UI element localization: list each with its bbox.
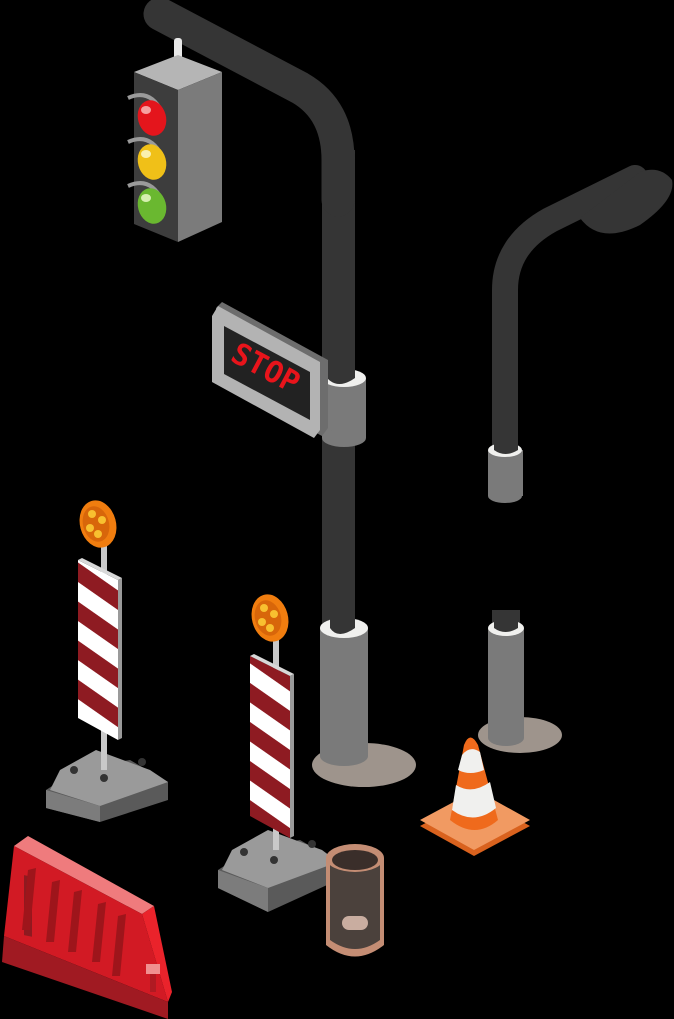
green-light-icon <box>127 181 167 224</box>
warning-lamp-icon <box>251 594 289 642</box>
warning-barrier-1 <box>46 500 168 822</box>
trash-can <box>326 844 384 957</box>
warning-barrier-2 <box>218 594 338 912</box>
traffic-cone <box>420 737 530 856</box>
street-lamp <box>478 165 673 753</box>
traffic-light <box>127 38 222 242</box>
warning-lamp-icon <box>79 500 117 548</box>
stop-sign: STOP <box>212 302 328 438</box>
yellow-light-icon <box>127 137 167 180</box>
water-barrier <box>2 836 172 1019</box>
red-light-icon <box>127 93 167 136</box>
